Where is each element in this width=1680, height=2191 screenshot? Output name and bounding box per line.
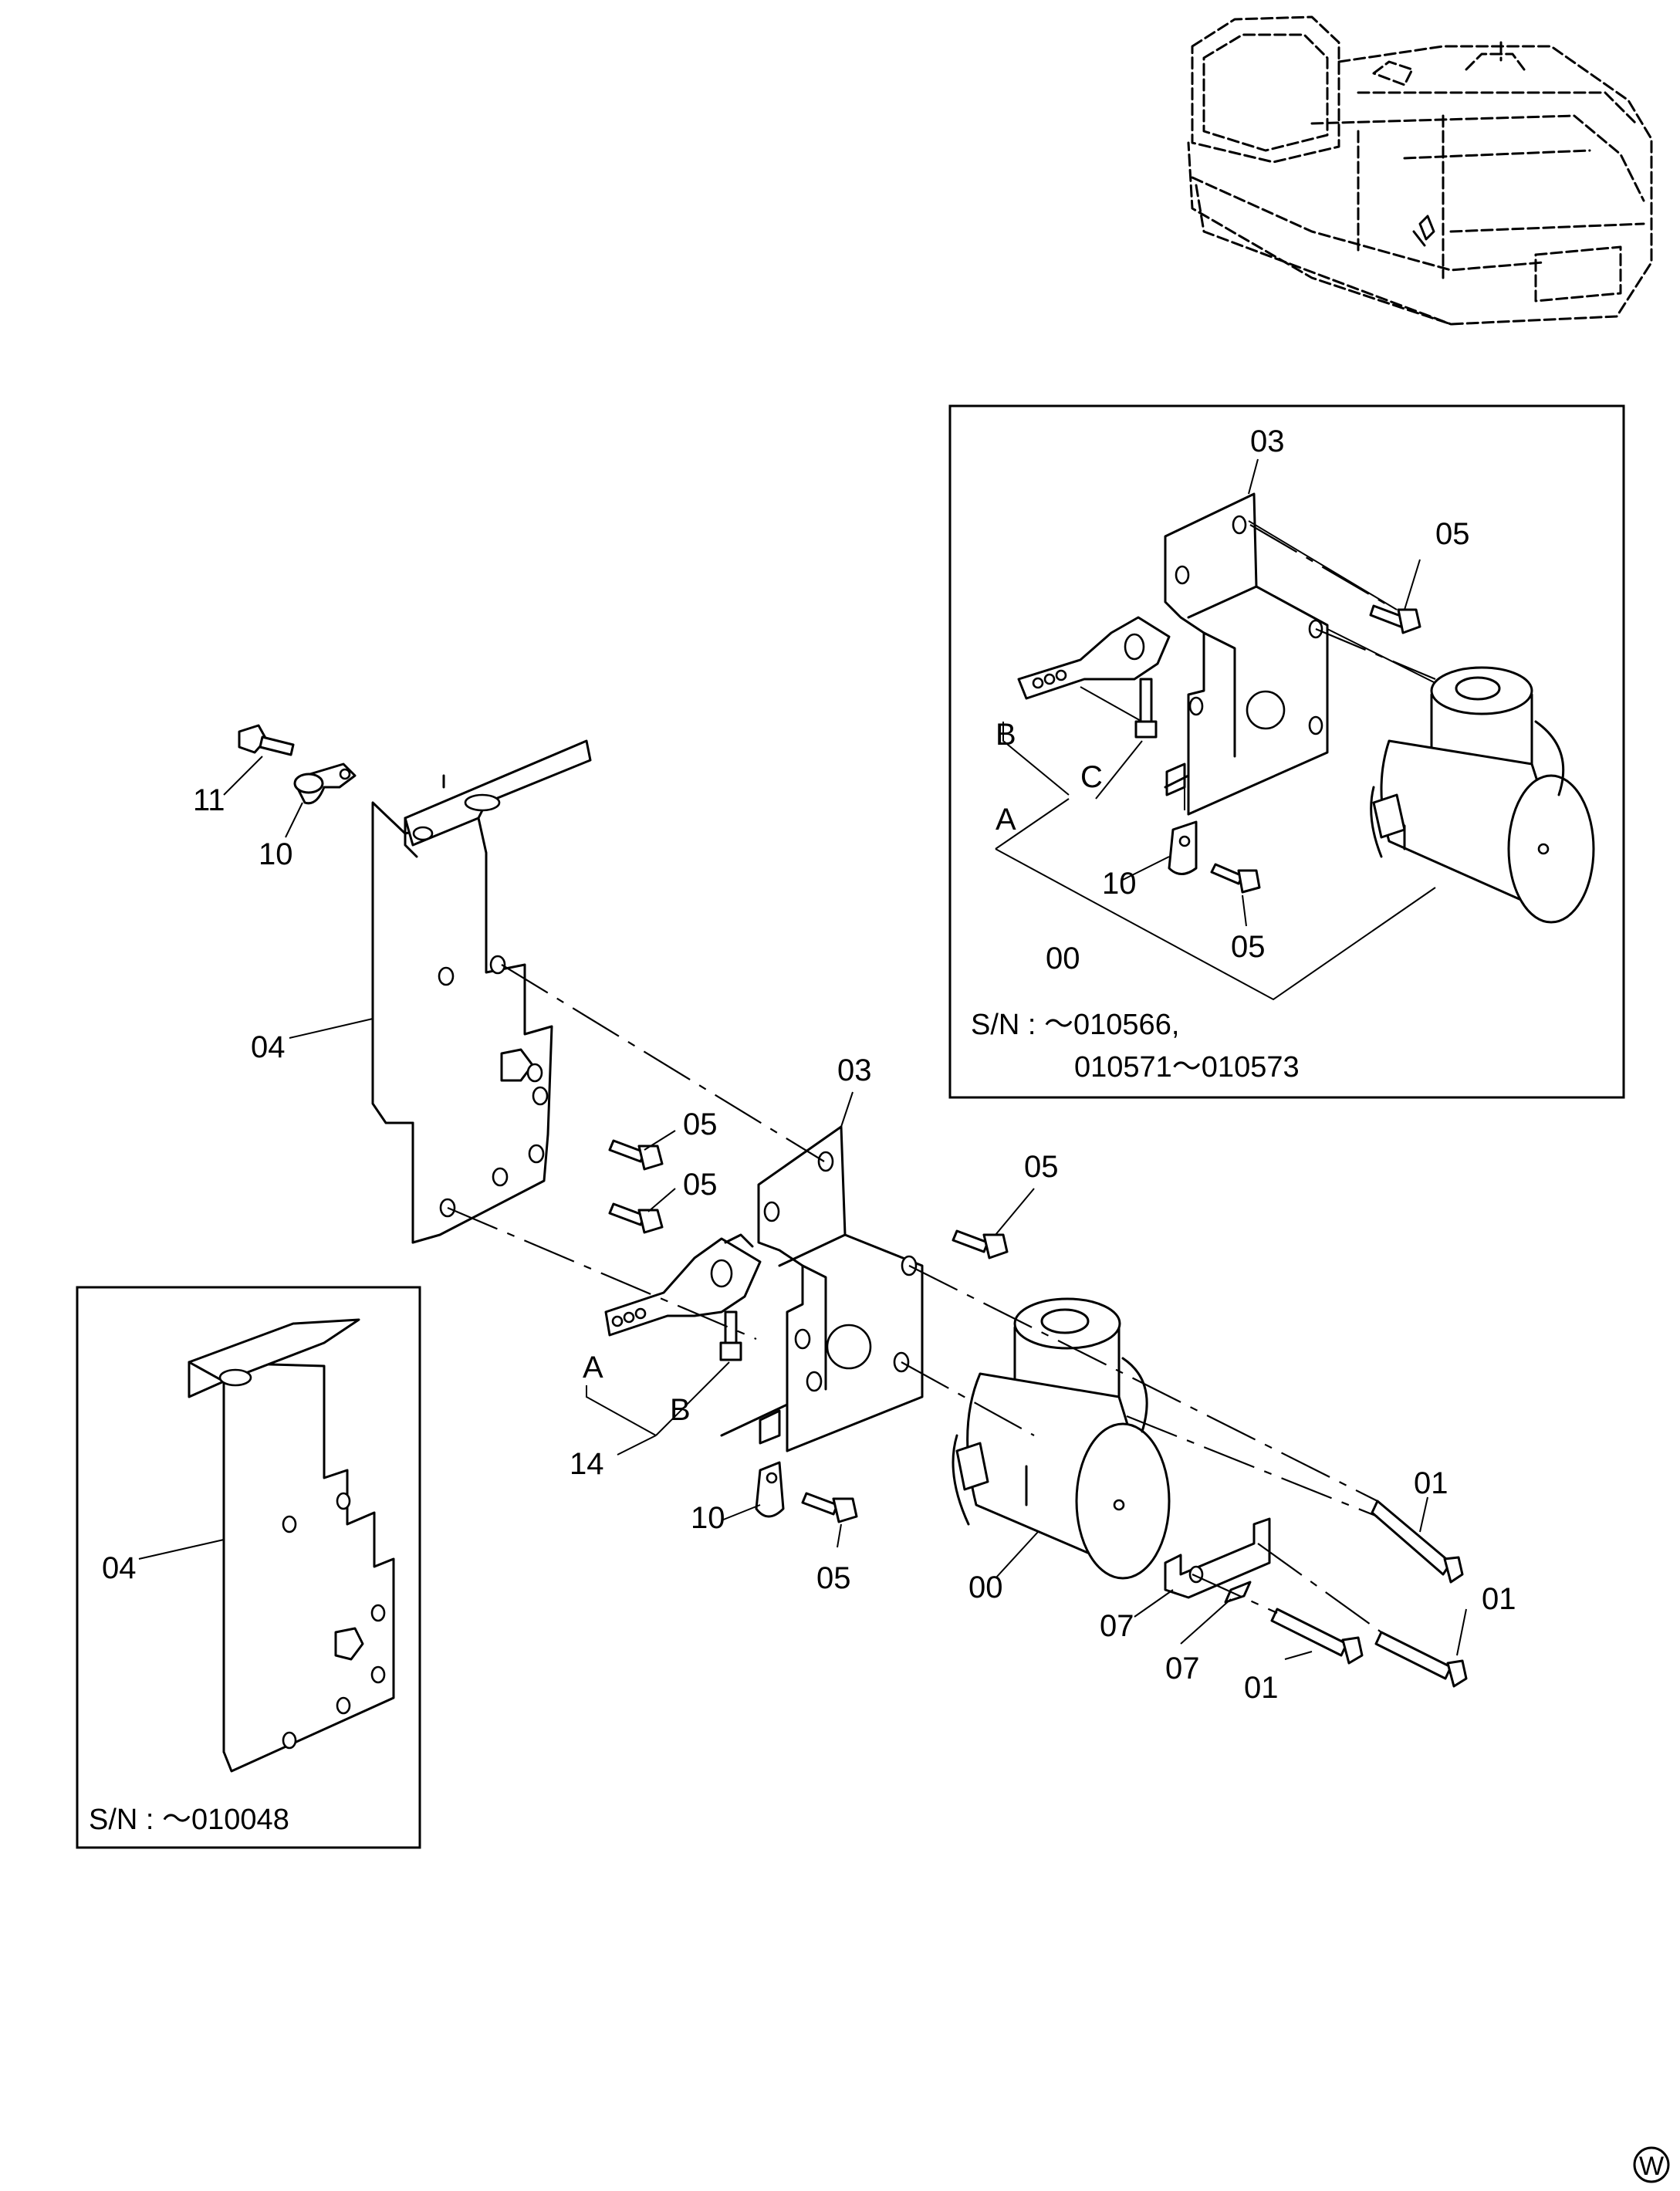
inset-bolt-05-bottom — [1210, 863, 1261, 894]
solenoid-00 — [952, 1297, 1171, 1580]
callout-05-upper: 05 — [683, 1107, 718, 1141]
callout-00: 00 — [968, 1571, 1003, 1604]
bolt-05-upper — [608, 1139, 664, 1171]
callouts-inset-right: 03 05 B C A 10 05 00 S/N : ～010566, 0105… — [971, 424, 1470, 1084]
inset-callout-03: 03 — [1250, 424, 1285, 458]
corner-mark: W — [1639, 2152, 1664, 2181]
bolt-05-bottom — [801, 1492, 858, 1523]
inset-lever — [1017, 616, 1171, 700]
inset-clamp-10 — [1168, 820, 1198, 875]
inset-callout-c: C — [1080, 760, 1103, 794]
inset-callout-a: A — [995, 803, 1016, 837]
inset-bracket-04 — [188, 1318, 395, 1773]
inset-callout-05-bottom: 05 — [1231, 930, 1266, 964]
bolt-01-lower-right — [1374, 1631, 1468, 1688]
plate-07 — [1164, 1517, 1271, 1604]
inset-screw-c — [1134, 678, 1158, 739]
callout-05-right: 05 — [1024, 1150, 1059, 1184]
inset-right-serial-2: 010571～010573 — [1074, 1051, 1300, 1084]
clamp-10-top — [293, 762, 357, 805]
main-leaders — [223, 756, 1467, 1660]
callout-10-top: 10 — [259, 837, 293, 871]
clamp-10-bottom — [755, 1461, 785, 1518]
inset-frame-right — [948, 404, 1625, 1099]
inset-left-serial: S/N : ～010048 — [89, 1804, 289, 1836]
bracket-04 — [371, 739, 592, 1244]
bolt-11 — [238, 724, 295, 756]
lever — [604, 1233, 762, 1337]
callout-b: B — [670, 1393, 691, 1427]
inset-left-callout-04: 04 — [102, 1551, 137, 1585]
bolt-05-right — [952, 1229, 1009, 1259]
excavator-locator-icon — [1187, 15, 1653, 326]
screw-b — [719, 1310, 742, 1361]
inset-bolt-05-top — [1369, 604, 1421, 634]
callout-03: 03 — [837, 1053, 872, 1087]
inset-leaders — [995, 458, 1436, 1001]
callout-11: 11 — [193, 783, 225, 817]
inset-right-serial-1: S/N : ～010566, — [971, 1009, 1179, 1041]
locator-marker — [1412, 215, 1435, 247]
callout-05-bottom: 05 — [816, 1561, 851, 1595]
callout-05-lower: 05 — [683, 1168, 718, 1202]
bolt-01-upper — [1371, 1500, 1464, 1584]
callout-07-right: 07 — [1165, 1652, 1200, 1686]
callout-10-bottom: 10 — [691, 1501, 725, 1535]
inset-solenoid-00 — [1370, 666, 1595, 924]
inset-callout-00: 00 — [1046, 942, 1080, 975]
callouts-main: 11 10 04 05 05 03 05 A B 14 10 05 00 07 … — [193, 783, 1516, 1705]
inset-bracket-03 — [1164, 492, 1329, 816]
callout-01-lower: 01 — [1244, 1671, 1279, 1705]
callout-a: A — [583, 1351, 603, 1385]
bolt-05-lower — [608, 1202, 664, 1234]
callout-04: 04 — [251, 1030, 286, 1064]
inset-callout-05-top: 05 — [1435, 517, 1470, 551]
inset-frame-left — [76, 1286, 421, 1849]
callouts-inset-left: 04 S/N : ～010048 — [89, 1551, 289, 1836]
callout-07-left: 07 — [1100, 1609, 1134, 1643]
callout-01-right: 01 — [1482, 1582, 1516, 1616]
inset-callout-10: 10 — [1102, 867, 1137, 901]
bracket-03 — [720, 1125, 924, 1452]
inset-callout-b: B — [995, 718, 1016, 752]
inset-left-leader — [138, 1539, 225, 1560]
assembly-axis-lines — [447, 524, 1436, 1633]
circled-letter-icon: W — [1633, 2146, 1670, 2183]
bolt-01-lower-left — [1270, 1608, 1364, 1665]
callout-01-upper: 01 — [1414, 1466, 1448, 1500]
callout-14: 14 — [570, 1447, 604, 1481]
